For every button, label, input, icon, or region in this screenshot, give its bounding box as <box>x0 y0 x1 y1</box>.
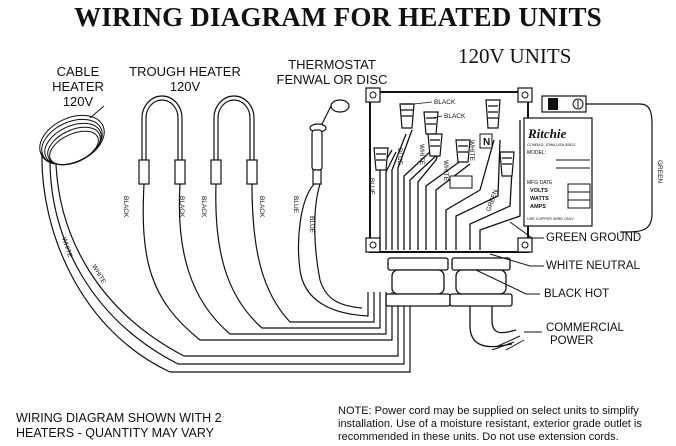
footer-quantity-note: WIRING DIAGRAM SHOWN WITH 2 HEATERS - QU… <box>16 411 222 441</box>
units-label: 120V UNITS <box>458 44 572 68</box>
wire-label-black-trough-4: BLACK <box>258 196 265 218</box>
wire-label-black-top-1: BLACK <box>434 99 456 106</box>
wire-label-blue-box-1: BLUE <box>396 148 403 166</box>
footer-note-line1: NOTE: Power cord may be supplied on sele… <box>338 405 639 417</box>
footer-quantity-note-line1: WIRING DIAGRAM SHOWN WITH 2 <box>16 411 222 425</box>
callout-commercial-power-line2: POWER <box>550 335 594 347</box>
wire-label-black-trough-3: BLACK <box>200 196 207 218</box>
wire-label-blue-box-2: BLUE <box>368 178 375 196</box>
wire-label-white-box-2: WHITE <box>442 160 449 182</box>
wire-label-black-trough-1: BLACK <box>122 196 129 218</box>
wire-label-white-box-3: WHITE <box>468 140 475 162</box>
strain-relief-left <box>385 257 451 307</box>
wire-label-blue-thermo-2: BLUE <box>308 216 315 234</box>
thermostat-label-line1: THERMOSTAT <box>288 57 376 72</box>
trough-heater-label-line2: 120V <box>169 79 201 94</box>
cable-heater-label-line1: CABLE <box>56 64 100 79</box>
footer-note-line3: recommended in these units. Do not use e… <box>338 431 619 443</box>
callout-commercial-power: COMMERCIAL POWER <box>546 322 624 348</box>
nameplate-watts: WATTS <box>530 196 549 202</box>
trough-heater-label-line1: TROUGH HEATER <box>129 64 241 79</box>
trough-heater-label: TROUGH HEATER 120V <box>120 64 250 94</box>
footer-quantity-note-line2: HEATERS - QUANTITY MAY VARY <box>16 426 214 440</box>
footer-note-line2: installation. Use of a moisture resistan… <box>338 418 642 430</box>
callout-green-ground: GREEN GROUND <box>546 232 642 244</box>
wire-label-green-lid: GREEN <box>656 160 663 183</box>
wire-nut-6 <box>455 139 471 163</box>
terminal-block <box>449 175 473 189</box>
cable-heater-coil <box>39 105 105 166</box>
nameplate-brand: Ritchie <box>527 126 567 141</box>
thermostat-label: THERMOSTAT FENWAL OR DISC <box>262 57 402 87</box>
callout-leaders <box>475 221 544 333</box>
wire-nut-4 <box>373 147 389 171</box>
strain-relief-right <box>449 257 513 307</box>
wire-nut-3 <box>485 99 501 129</box>
thermostat-label-line2: FENWAL OR DISC <box>276 72 388 87</box>
power-switch <box>541 95 587 113</box>
trough-heater-2 <box>210 95 258 185</box>
nameplate-address: CONRAD, IOWA USA 50621 <box>527 143 576 147</box>
cable-heater-label-line3: 120V <box>62 94 94 109</box>
nameplate-model: MODEL: <box>527 150 546 156</box>
cable-heater-label: CABLE HEATER 120V <box>40 64 116 109</box>
cable-heater-label-line2: HEATER <box>52 79 104 94</box>
diagram-title: WIRING DIAGRAM FOR HEATED UNITS <box>74 2 602 32</box>
callout-commercial-power-line1: COMMERCIAL <box>546 322 624 334</box>
nameplate-volts: VOLTS <box>530 188 548 194</box>
thermostat-probe <box>309 99 350 185</box>
wire-label-black-trough-2: BLACK <box>178 196 185 218</box>
wire-label-white-cable-2: WHITE <box>90 264 107 286</box>
neutral-terminal <box>479 133 493 149</box>
wire-label-blue-thermo-1: BLUE <box>292 196 299 214</box>
nameplate <box>523 117 593 227</box>
wire-label-n: N <box>483 137 490 148</box>
ground-wire-lid <box>586 103 653 233</box>
nameplate-mfg-date: MFG DATE <box>527 180 553 186</box>
wire-nut-5 <box>427 133 443 157</box>
wire-nut-2 <box>423 111 439 135</box>
wire-label-white-box-1: WHITE <box>418 144 425 166</box>
callout-black-hot: BLACK HOT <box>544 288 610 300</box>
trough-heater-1 <box>138 95 186 185</box>
nameplate-amps: AMPS <box>530 204 546 210</box>
wire-label-black-top-2: BLACK <box>444 113 466 120</box>
wire-nuts <box>373 99 515 177</box>
callout-white-neutral: WHITE NEUTRAL <box>546 260 640 272</box>
thermostat-leads <box>297 183 369 317</box>
cable-heater-leads <box>41 151 411 373</box>
trough-heater-leads <box>142 183 393 341</box>
footer-power-cord-note: NOTE: Power cord may be supplied on sele… <box>338 405 672 444</box>
nameplate-copper: USE COPPER WIRE ONLY <box>527 217 574 221</box>
power-cord <box>469 306 525 351</box>
